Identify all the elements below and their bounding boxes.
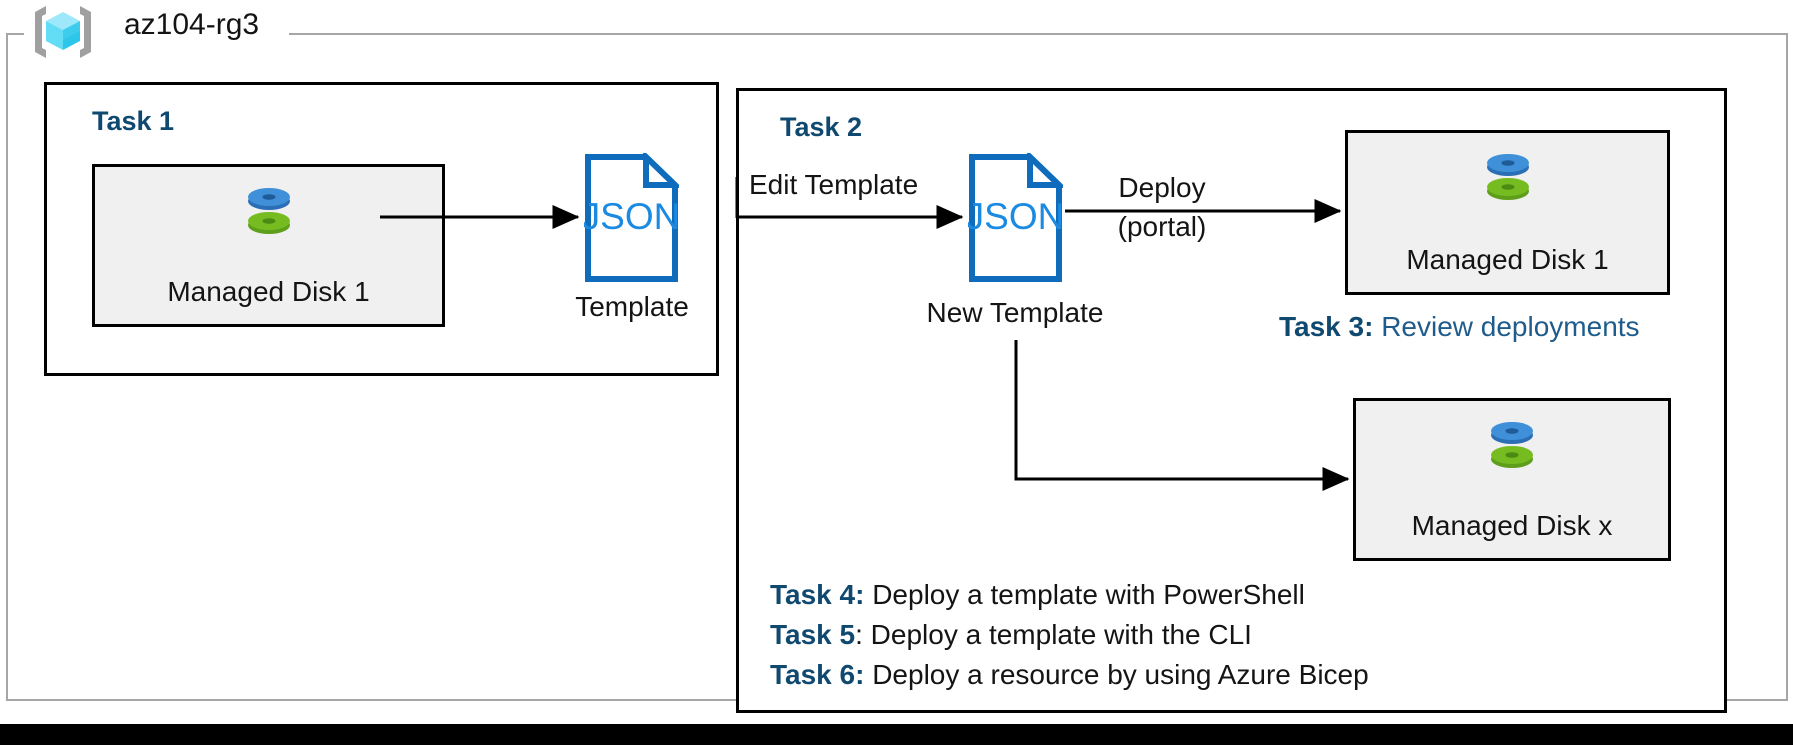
task-2-heading: Task 2: [780, 112, 863, 142]
new-template-caption: New Template: [926, 297, 1104, 328]
bottom-bar: [0, 724, 1793, 745]
deploy-edge-label-line1: Deploy: [1118, 172, 1206, 203]
azure-resource-group-icon: [32, 3, 94, 61]
task-5-description: Deploy a template with the CLI: [870, 619, 1252, 650]
managed-disk-x-label: Managed Disk x: [1411, 510, 1613, 541]
task-4-description: Deploy a template with PowerShell: [872, 579, 1305, 610]
svg-text:JSON: JSON: [584, 196, 679, 237]
task-3-note: Task 3: Review deployments: [1279, 307, 1640, 347]
template-caption: Template: [575, 291, 689, 322]
managed-disk-1-source-label: Managed Disk 1: [167, 276, 370, 307]
managed-disk-1-source-box[interactable]: Managed Disk 1: [92, 164, 445, 327]
managed-disk-icon: [237, 179, 301, 239]
managed-disk-x-box[interactable]: Managed Disk x: [1353, 398, 1671, 561]
json-document-icon[interactable]: JSON: [966, 149, 1067, 283]
task-5-note: Task 5: Deploy a template with the CLI: [770, 615, 1252, 655]
resource-group-title: az104-rg3: [124, 8, 260, 41]
task-5-label: Task 5: [770, 619, 856, 650]
task-3-label: Task 3:: [1279, 311, 1374, 342]
managed-disk-icon: [1476, 145, 1540, 205]
task-4-note: Task 4: Deploy a template with PowerShel…: [770, 575, 1305, 615]
managed-disk-icon: [1480, 413, 1544, 473]
deploy-edge-label-line2: (portal): [1117, 211, 1207, 242]
managed-disk-1-deployed-label: Managed Disk 1: [1406, 244, 1609, 275]
json-document-icon[interactable]: JSON: [582, 149, 683, 283]
svg-text:JSON: JSON: [968, 196, 1063, 237]
task-6-label: Task 6:: [770, 659, 865, 690]
task-4-label: Task 4:: [770, 579, 865, 610]
managed-disk-1-deployed-box[interactable]: Managed Disk 1: [1345, 130, 1670, 295]
edit-template-edge-label: Edit Template: [749, 169, 919, 200]
task-3-description: Review deployments: [1381, 311, 1640, 342]
task-6-description: Deploy a resource by using Azure Bicep: [872, 659, 1369, 690]
task-6-note: Task 6: Deploy a resource by using Azure…: [770, 655, 1369, 695]
task-5-colon: :: [855, 619, 863, 650]
task-1-heading: Task 1: [92, 106, 175, 136]
